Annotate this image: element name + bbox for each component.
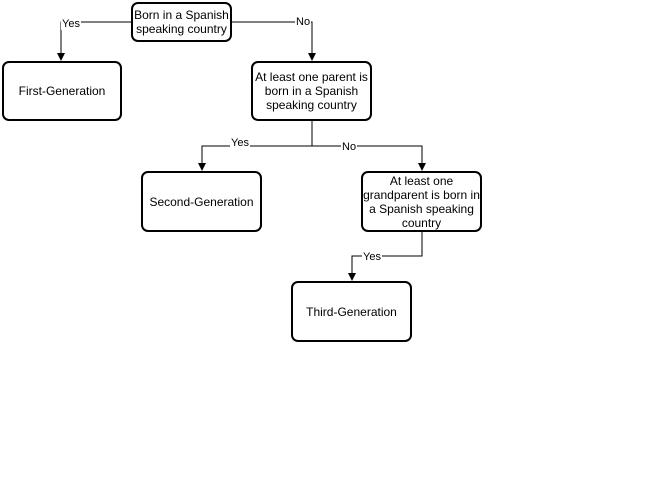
edge-label-q1-yes: Yes (61, 18, 81, 30)
node-parent-born: At least one parent is born in a Spanish… (251, 61, 372, 121)
node-second-generation-label: Second-Generation (149, 194, 254, 209)
node-first-generation-label: First-Generation (18, 84, 106, 98)
node-third-generation: Third-Generation (291, 281, 412, 342)
edge-label-q1-no: No (295, 16, 312, 28)
node-parent-born-label: At least one parent is born in a Spanish… (255, 70, 368, 112)
node-born-spanish: Born in a Spanish speaking country (131, 2, 232, 42)
node-grandparent-born-label: At least one grandparent is born in a Sp… (363, 173, 480, 230)
edge-q2-yes (198, 145, 312, 171)
edge-label-q2-no: No (341, 141, 358, 153)
edge-label-q3-yes: Yes (362, 251, 382, 263)
node-grandparent-born: At least one grandparent is born in a Sp… (361, 171, 482, 232)
edge-label-q2-yes: Yes (230, 137, 250, 149)
node-second-generation: Second-Generation (141, 171, 262, 232)
edge-q3-yes (348, 232, 423, 281)
node-born-spanish-label: Born in a Spanish speaking country (134, 8, 229, 36)
edge-q2-no (312, 145, 426, 171)
node-first-generation: First-Generation (2, 61, 122, 121)
node-third-generation-label: Third-Generation (306, 304, 397, 319)
edge-q1-no (231, 21, 316, 61)
